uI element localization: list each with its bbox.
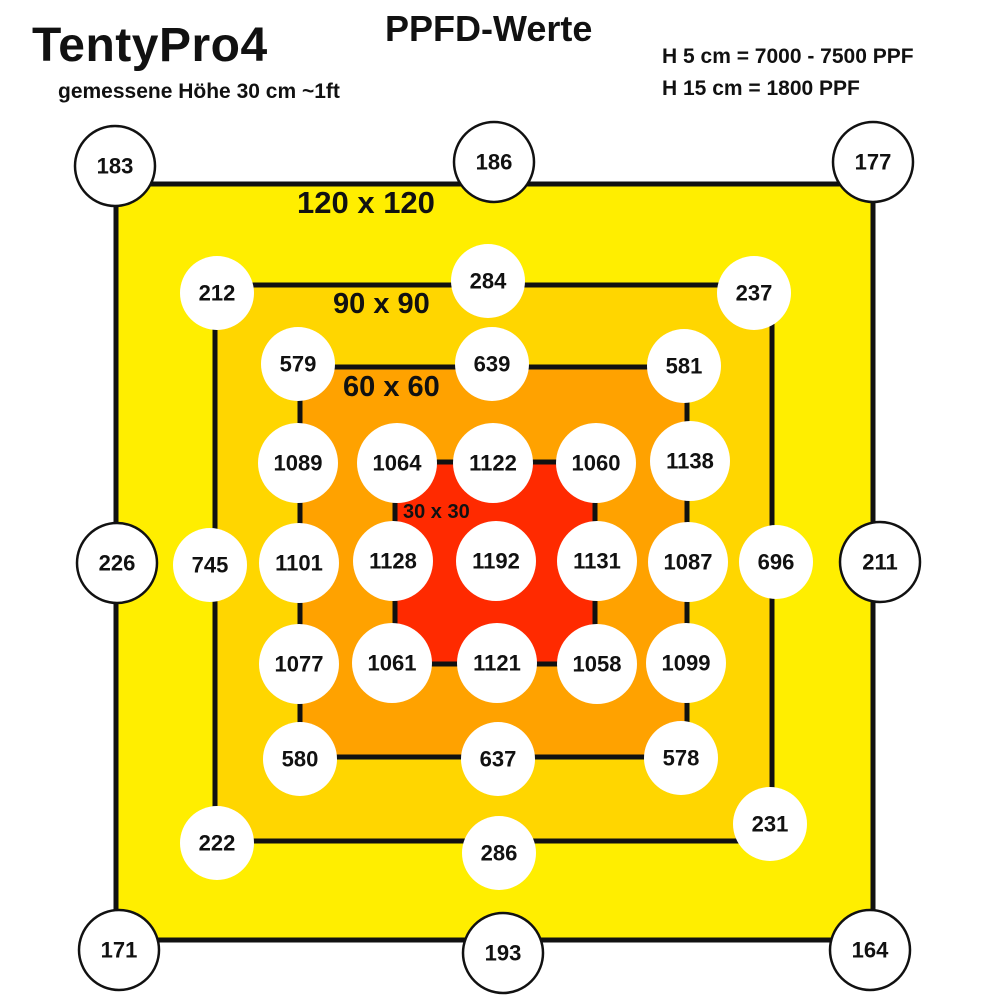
measurement-point: 237	[717, 256, 791, 330]
measurement-point: 1099	[646, 623, 726, 703]
measured-height-subtitle: gemessene Höhe 30 cm ~1ft	[58, 80, 340, 103]
measurement-point: 696	[739, 525, 813, 599]
ppfd-value: 1101	[275, 551, 323, 576]
ppfd-value: 183	[97, 154, 134, 179]
square-90-label: 90 x 90	[333, 288, 430, 320]
square-120-label: 120 x 120	[297, 185, 435, 220]
ppfd-value: 1077	[275, 652, 324, 677]
ppfd-value: 211	[862, 550, 898, 575]
measurement-point: 186	[452, 120, 536, 204]
ppfd-value: 637	[480, 747, 517, 772]
ppfd-value: 1131	[573, 549, 621, 574]
ppfd-value: 639	[474, 352, 511, 377]
measurement-point: 183	[73, 124, 157, 208]
measurement-point: 284	[451, 244, 525, 318]
measurement-point: 1060	[556, 423, 636, 503]
ppfd-value: 1128	[369, 549, 417, 574]
measurement-point: 1101	[259, 523, 339, 603]
measurement-point: 177	[831, 120, 915, 204]
ppfd-value: 1099	[662, 651, 711, 676]
ppfd-value: 1058	[573, 652, 622, 677]
ppfd-value: 1061	[368, 651, 417, 676]
measurement-point: 231	[733, 787, 807, 861]
square-60-label: 60 x 60	[343, 371, 440, 403]
ppfd-value: 231	[752, 812, 789, 837]
measurement-point: 222	[180, 806, 254, 880]
ppfd-value: 222	[199, 831, 236, 856]
measurement-point: 1064	[357, 423, 437, 503]
ppfd-value: 745	[192, 553, 229, 578]
measurement-point: 1089	[258, 423, 338, 503]
ppfd-value: 286	[481, 841, 518, 866]
measurement-point: 579	[261, 327, 335, 401]
measurement-point: 1121	[457, 623, 537, 703]
ppfd-value: 581	[666, 354, 703, 379]
measurement-point: 1128	[353, 521, 433, 601]
chart-title: PPFD-Werte	[385, 8, 593, 49]
height-note-5cm: H 5 cm = 7000 - 7500 PPF	[662, 45, 914, 68]
ppfd-value: 177	[855, 150, 892, 175]
measurement-point: 639	[455, 327, 529, 401]
ppfd-value: 226	[99, 551, 136, 576]
ppfd-value: 696	[758, 550, 795, 575]
ppfd-value: 579	[280, 352, 317, 377]
measurement-point: 578	[644, 721, 718, 795]
measurement-point: 581	[647, 329, 721, 403]
measurement-point: 1077	[259, 624, 339, 704]
measurement-point: 745	[173, 528, 247, 602]
ppfd-value: 578	[663, 746, 700, 771]
ppfd-value: 1087	[664, 550, 713, 575]
ppfd-value: 237	[736, 281, 773, 306]
ppfd-value: 1064	[373, 451, 423, 476]
measurement-point: 171	[77, 908, 161, 992]
measurement-point: 211	[838, 520, 922, 604]
measurement-point: 1122	[453, 423, 533, 503]
ppfd-value: 186	[476, 150, 513, 175]
ppfd-value: 193	[485, 941, 522, 966]
measurement-point: 637	[461, 722, 535, 796]
brand-title: TentyPro4	[32, 19, 268, 72]
measurement-point: 1061	[352, 623, 432, 703]
measurement-point: 1087	[648, 522, 728, 602]
ppfd-value: 212	[199, 281, 236, 306]
measurement-point-center: 1192	[456, 521, 536, 601]
measurement-point: 193	[461, 911, 545, 995]
measurement-point: 226	[75, 521, 159, 605]
ppfd-value: 1121	[473, 651, 521, 676]
square-30-label: 30 x 30	[403, 501, 470, 523]
ppfd-value: 1138	[666, 449, 714, 474]
measurement-point: 286	[462, 816, 536, 890]
ppfd-value: 1060	[572, 451, 621, 476]
ppfd-value: 164	[852, 938, 889, 963]
ppfd-value: 171	[101, 938, 138, 963]
measurement-point: 580	[263, 722, 337, 796]
ppfd-value: 1089	[274, 451, 323, 476]
measurement-point: 212	[180, 256, 254, 330]
measurement-point: 164	[828, 908, 912, 992]
ppfd-value: 284	[470, 269, 507, 294]
ppfd-value: 1122	[469, 451, 517, 476]
ppfd-value: 580	[282, 747, 319, 772]
measurement-point: 1131	[557, 521, 637, 601]
height-note-15cm: H 15 cm = 1800 PPF	[662, 77, 860, 100]
ppfd-value: 1192	[472, 549, 520, 574]
measurement-point: 1058	[557, 624, 637, 704]
measurement-point: 1138	[650, 421, 730, 501]
